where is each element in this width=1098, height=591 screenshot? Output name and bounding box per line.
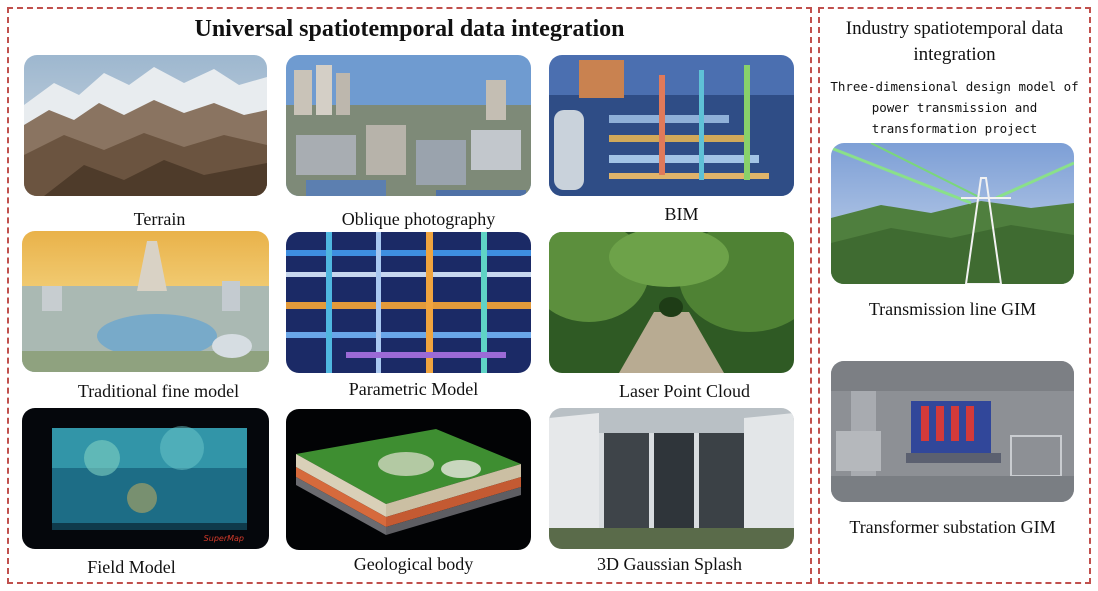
transmission-line-gim-caption: Transmission line GIM (868, 299, 1037, 319)
industry-panel (818, 7, 1091, 584)
gaussian-splash-caption: 3D Gaussian Splash (597, 554, 742, 574)
oblique-photography-image (286, 55, 531, 196)
transformer-substation-gim-caption: Transformer substation GIM (849, 517, 1056, 537)
bim-caption: BIM (664, 204, 699, 224)
parametric-model-caption: Parametric Model (348, 379, 479, 399)
geological-body-image (286, 409, 531, 550)
transformer-substation-gim-image (831, 361, 1074, 502)
field-model-caption: Field Model (87, 557, 176, 577)
parametric-model-image (286, 232, 531, 373)
traditional-fine-model-image (22, 231, 269, 372)
terrain-image (24, 55, 267, 196)
supermap-logo: SuperMap (204, 534, 244, 543)
industry-subtitle: Three-dimensional design model of power … (830, 79, 1079, 136)
laser-point-cloud-caption: Laser Point Cloud (619, 381, 750, 401)
terrain-caption: Terrain (133, 209, 186, 229)
oblique-photography-caption: Oblique photography (341, 209, 496, 229)
field-model-image: SuperMap (22, 408, 269, 549)
geological-body-caption: Geological body (353, 554, 474, 574)
bim-image (549, 55, 794, 196)
universal-panel (7, 7, 812, 584)
universal-title: Universal spatiotemporal data integratio… (194, 16, 625, 42)
gaussian-splash-image (549, 408, 794, 549)
transmission-line-gim-image (831, 143, 1074, 284)
laser-point-cloud-image (549, 232, 794, 373)
industry-title: Industry spatiotemporal data integration (845, 18, 1064, 65)
traditional-fine-model-caption: Traditional fine model (77, 381, 240, 401)
